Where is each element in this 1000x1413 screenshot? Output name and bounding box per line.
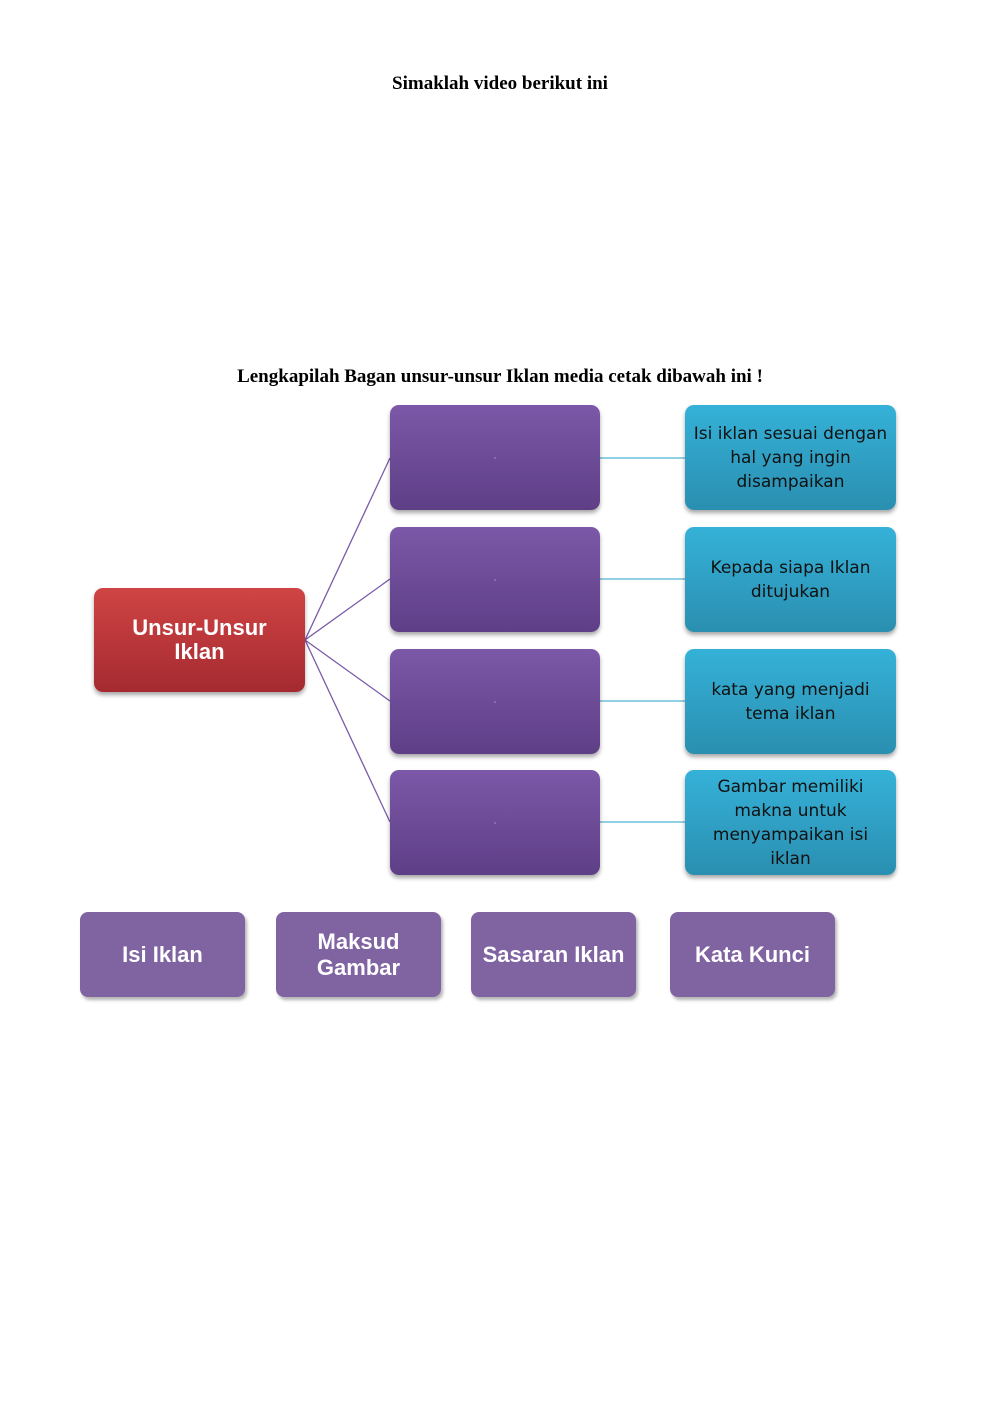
- answer-chip-label: Sasaran Iklan: [482, 941, 625, 967]
- slot-marker: [494, 700, 496, 703]
- connector-root-row-1: [304, 457, 391, 641]
- connector-root-row-3: [304, 639, 391, 702]
- root-node-label: Unsur-Unsur Iklan: [132, 615, 267, 664]
- answer-chip-label: Isi Iklan: [122, 941, 203, 967]
- video-embed-area[interactable]: [200, 110, 800, 340]
- drop-slot-4[interactable]: [390, 770, 600, 875]
- video-instruction: Simaklah video berikut ini: [392, 73, 608, 94]
- slot-marker: [494, 821, 496, 824]
- description-text: Isi iklan sesuai dengan hal yang ingin d…: [693, 423, 888, 492]
- description-text: Gambar memiliki makna untuk menyampaikan…: [712, 776, 869, 869]
- answer-chip-label: Maksud Gambar: [316, 928, 401, 980]
- root-node: Unsur-Unsur Iklan: [94, 588, 305, 692]
- answer-chip-sasaran-iklan[interactable]: Sasaran Iklan: [471, 912, 636, 997]
- description-box-3: kata yang menjadi tema iklan: [685, 649, 896, 754]
- slot-marker: [494, 578, 496, 581]
- connector-root-row-2: [304, 578, 391, 641]
- description-box-4: Gambar memiliki makna untuk menyampaikan…: [685, 770, 896, 875]
- answer-chip-kata-kunci[interactable]: Kata Kunci: [670, 912, 835, 997]
- drop-slot-2[interactable]: [390, 527, 600, 632]
- answer-chip-label: Kata Kunci: [695, 941, 810, 967]
- diagram-instruction: Lengkapilah Bagan unsur-unsur Iklan medi…: [237, 366, 763, 387]
- answer-chip-maksud-gambar[interactable]: Maksud Gambar: [276, 912, 441, 997]
- description-text: Kepada siapa Iklan ditujukan: [710, 557, 871, 602]
- connector-root-row-4: [304, 639, 391, 823]
- description-box-2: Kepada siapa Iklan ditujukan: [685, 527, 896, 632]
- slot-marker: [494, 456, 496, 459]
- description-text: kata yang menjadi tema iklan: [711, 679, 870, 724]
- drop-slot-1[interactable]: [390, 405, 600, 510]
- description-box-1: Isi iklan sesuai dengan hal yang ingin d…: [685, 405, 896, 510]
- answer-chip-isi-iklan[interactable]: Isi Iklan: [80, 912, 245, 997]
- drop-slot-3[interactable]: [390, 649, 600, 754]
